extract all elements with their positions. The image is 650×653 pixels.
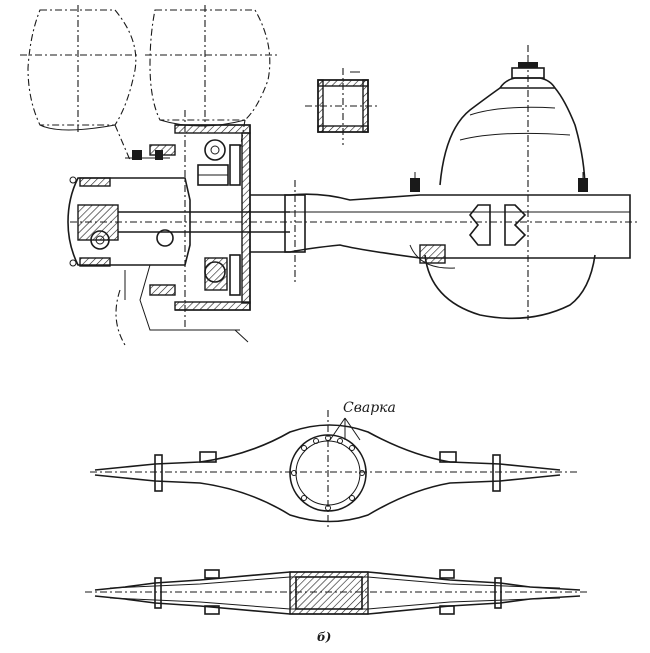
bolt-ring xyxy=(291,435,365,511)
tire-outlines xyxy=(20,5,280,161)
housing-section-view xyxy=(85,569,590,615)
welded-housing-view xyxy=(90,410,580,530)
axle-assembly-view xyxy=(20,5,640,346)
differential-bowl xyxy=(409,244,596,320)
weld-label: Сварка xyxy=(343,400,396,416)
differential-cover xyxy=(439,45,586,320)
cross-section-detail xyxy=(305,68,380,145)
wheel-hub-assembly xyxy=(67,110,290,346)
axle-beam xyxy=(70,172,640,285)
view-b-caption: б) xyxy=(317,630,332,644)
